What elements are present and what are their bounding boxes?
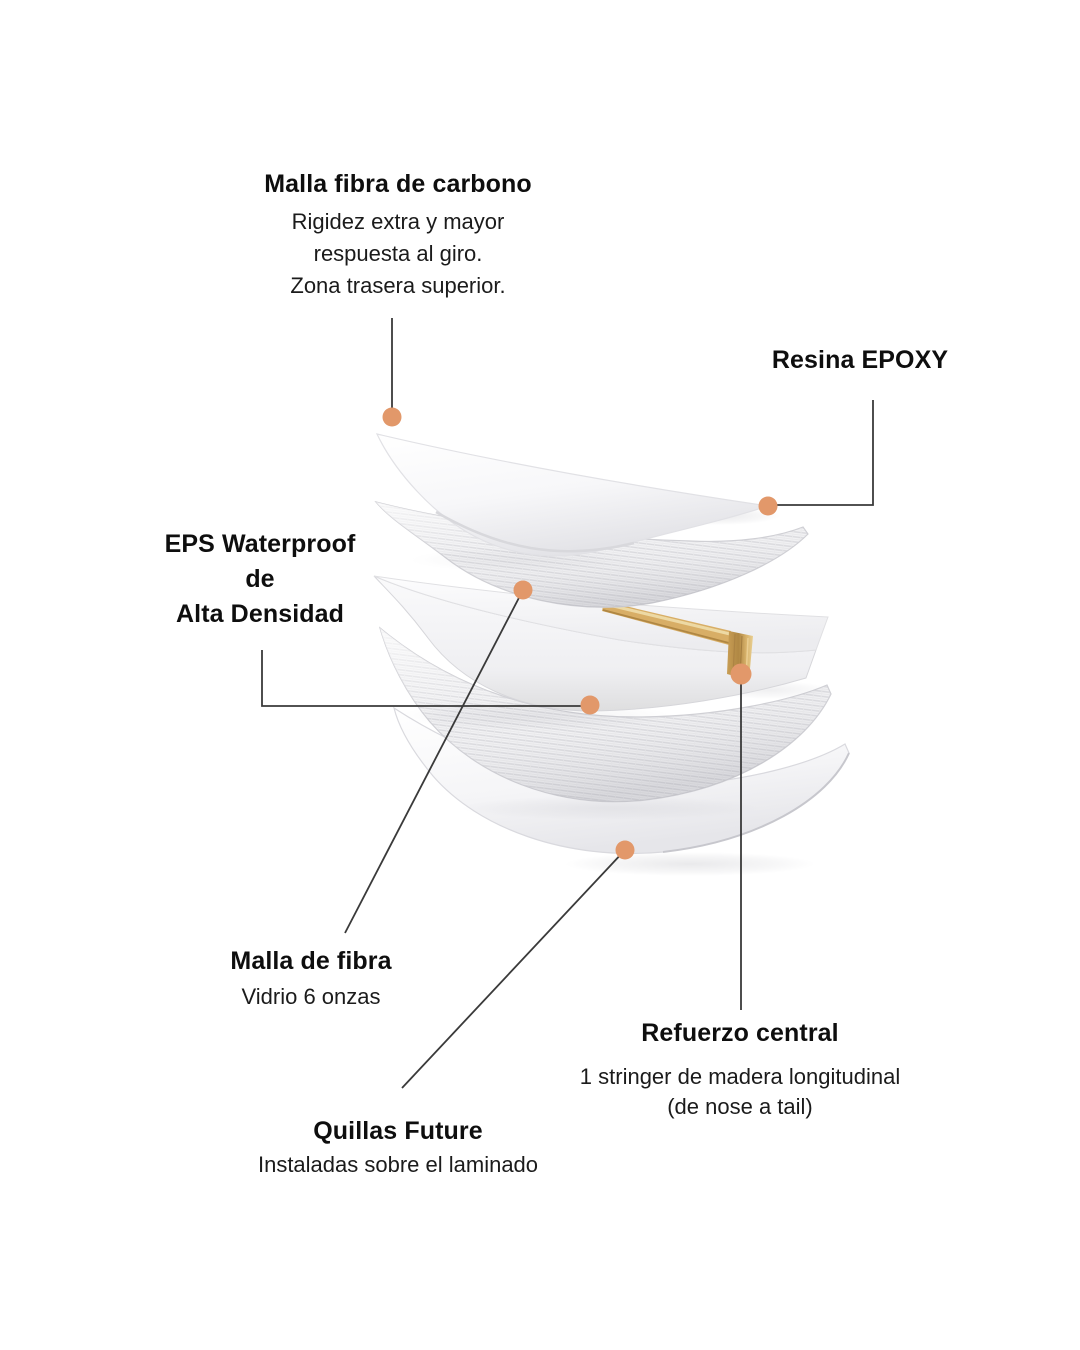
leader-line-fiber xyxy=(344,589,524,934)
connector-dot-fins xyxy=(615,840,635,860)
label-fiberglass-mesh-subtitle: Vidrio 6 onzas xyxy=(241,984,381,1009)
label-central-stringer-line2: (de nose a tail) xyxy=(667,1094,813,1119)
label-eps-core-line1: EPS Waterproof xyxy=(164,530,356,558)
label-carbon-mesh-line1: Rigidez extra y mayor xyxy=(291,209,505,234)
label-fiberglass-mesh-title: Malla de fibra xyxy=(230,947,392,975)
label-carbon-mesh-line3: Zona trasera superior. xyxy=(290,273,506,298)
label-central-stringer-line1: 1 stringer de madera longitudinal xyxy=(579,1064,901,1089)
layer-eps-core xyxy=(373,575,829,712)
connector-dot-stringer xyxy=(730,663,752,685)
label-future-fins: Quillas Future Instaladas sobre el lamin… xyxy=(258,1117,538,1178)
connector-dot-fiber xyxy=(513,580,533,600)
connector-dot-eps xyxy=(580,695,600,715)
leader-lines xyxy=(261,318,874,1089)
shadow-under-bottom-laminate xyxy=(565,852,815,876)
label-epoxy-resin-title: Resina EPOXY xyxy=(771,346,949,374)
connector-dot-carbon xyxy=(382,407,402,427)
label-eps-core-line2: de xyxy=(245,565,275,593)
label-carbon-mesh-title: Malla fibra de carbono xyxy=(264,170,532,198)
connector-dots xyxy=(382,407,778,860)
connector-dot-epoxy xyxy=(758,496,778,516)
label-epoxy-resin: Resina EPOXY xyxy=(772,346,948,375)
label-central-stringer-title: Refuerzo central xyxy=(641,1019,839,1047)
label-carbon-mesh-line2: respuesta al giro. xyxy=(313,241,483,266)
stringer-wood-strip xyxy=(602,601,731,645)
label-future-fins-title: Quillas Future xyxy=(313,1117,483,1145)
label-carbon-mesh: Malla fibra de carbono Rigidez extra y m… xyxy=(264,170,532,302)
leader-line-eps xyxy=(261,650,588,707)
shadow-under-bottom-mesh xyxy=(460,796,760,820)
label-fiberglass-mesh: Malla de fibra Vidrio 6 onzas xyxy=(230,947,391,1009)
label-future-fins-subtitle: Instaladas sobre el laminado xyxy=(257,1152,539,1177)
leader-line-fins xyxy=(401,849,626,1089)
layer-top-deck xyxy=(375,433,769,557)
label-eps-core-line3: Alta Densidad xyxy=(176,600,344,628)
label-central-stringer: Refuerzo central 1 stringer de madera lo… xyxy=(580,1019,900,1122)
leader-line-epoxy xyxy=(770,400,874,506)
label-eps-core: EPS Waterproof de Alta Densidad xyxy=(165,527,356,632)
